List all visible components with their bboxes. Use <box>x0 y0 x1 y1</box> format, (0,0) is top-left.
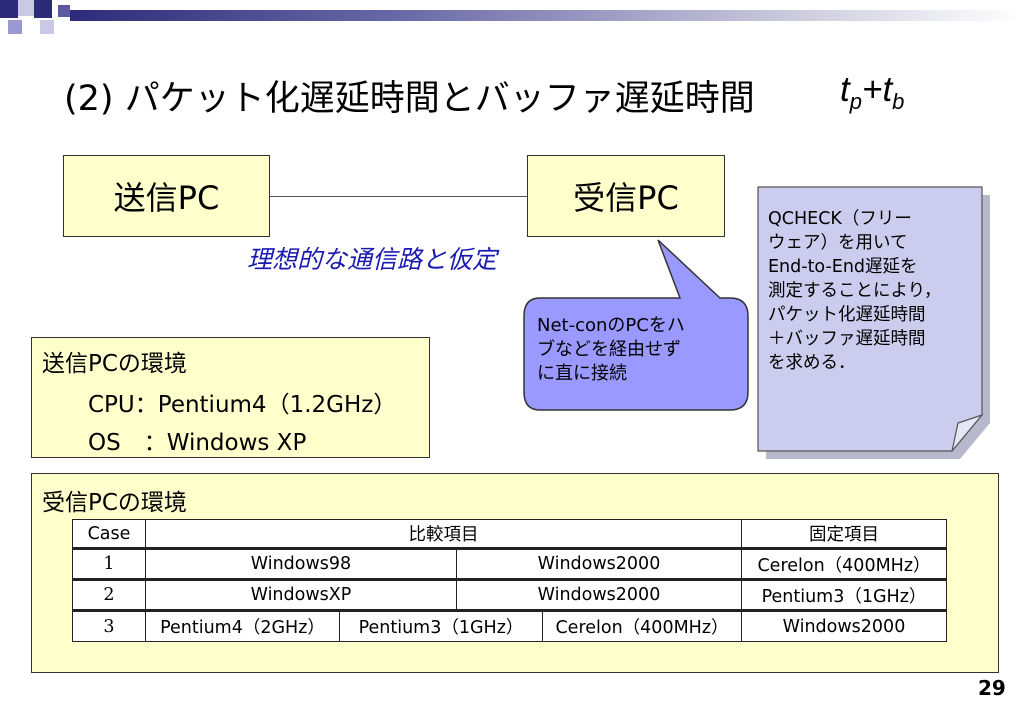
title-formula: tp+tb <box>840 70 905 114</box>
row-case: 1 <box>72 547 146 580</box>
row-item-c: Cerelon（400MHz） <box>542 609 742 642</box>
sender-env-os: OS ：Windows XP <box>88 430 307 456</box>
row-case: 3 <box>72 609 146 642</box>
connection-line <box>270 196 527 197</box>
table-header-row: Case 比較項目 固定項目 <box>72 519 947 549</box>
receiver-pc-label: 受信PC <box>573 179 679 217</box>
sender-pc-box: 送信PC <box>63 155 270 237</box>
header-fixed: 固定項目 <box>741 519 947 549</box>
row-item-a: WindowsXP <box>145 578 457 611</box>
ideal-channel-note: 理想的な通信路と仮定 <box>247 245 498 274</box>
row-item-b: Windows2000 <box>456 547 742 580</box>
note-callout <box>757 186 990 459</box>
row-item-b: Windows2000 <box>456 578 742 611</box>
header-compare: 比較項目 <box>145 519 742 549</box>
receiver-env-heading: 受信PCの環境 <box>42 490 187 516</box>
sender-env-heading: 送信PCの環境 <box>42 351 187 377</box>
note-text: QCHECK（フリー ウェア）を用いて End-to-End遅延を 測定すること… <box>768 209 942 373</box>
sender-env-box <box>31 337 430 458</box>
row-fixed: Pentium3（1GHz） <box>741 578 947 611</box>
row-item-a: Pentium4（2GHz） <box>145 609 340 642</box>
page-title: (2) パケット化遅延時間とバッファ遅延時間 tp+tb <box>64 70 904 121</box>
title-text: (2) パケット化遅延時間とバッファ遅延時間 <box>64 79 755 119</box>
row-fixed: Cerelon（400MHz） <box>741 547 947 580</box>
comparison-table: Case 比較項目 固定項目 1 Windows98 Windows2000 C… <box>72 519 947 642</box>
row-item-b: Pentium3（1GHz） <box>339 609 543 642</box>
header-case: Case <box>72 519 146 549</box>
page-number: 29 <box>978 676 1006 700</box>
sender-env-cpu: CPU：Pentium4（1.2GHz） <box>88 392 397 418</box>
table-row: 1 Windows98 Windows2000 Cerelon（400MHz） <box>72 547 947 580</box>
table-row: 3 Pentium4（2GHz） Pentium3（1GHz） Cerelon（… <box>72 609 947 642</box>
sender-pc-label: 送信PC <box>113 179 220 217</box>
row-fixed: Windows2000 <box>741 609 947 642</box>
receiver-pc-box: 受信PC <box>527 155 725 237</box>
row-case: 2 <box>72 578 146 611</box>
bubble-text: Net-conのPCをハ ブなどを経由せず に直に接続 <box>537 315 685 384</box>
row-item-a: Windows98 <box>145 547 457 580</box>
speech-bubble <box>523 239 749 411</box>
table-row: 2 WindowsXP Windows2000 Pentium3（1GHz） <box>72 578 947 611</box>
